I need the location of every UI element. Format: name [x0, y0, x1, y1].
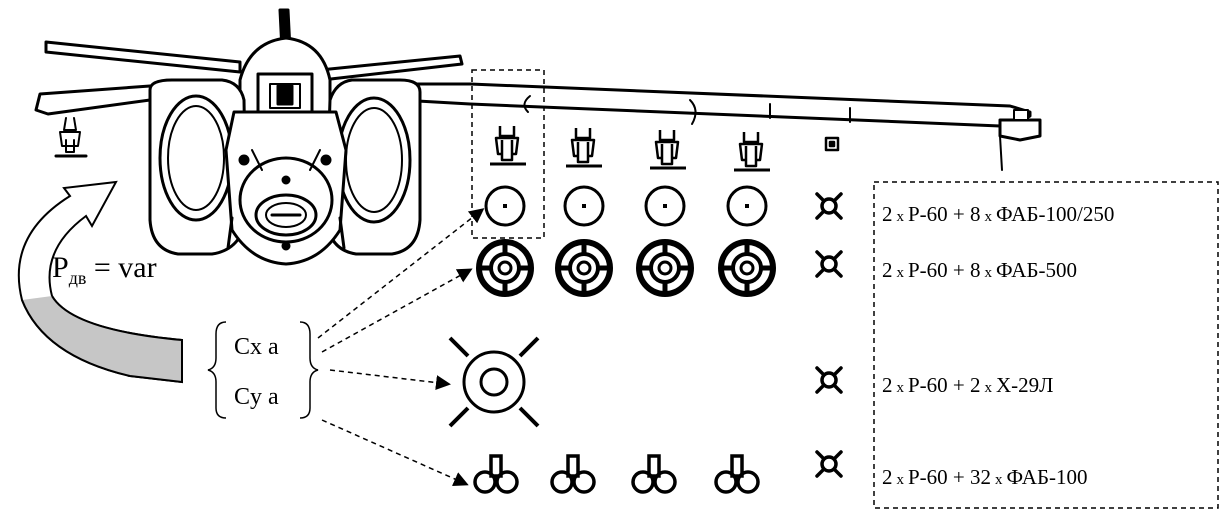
arrow-to-kh-29l — [329, 369, 451, 391]
fab-500-icon — [555, 239, 613, 297]
coefficient-arrows — [317, 208, 485, 486]
wing-pylons — [490, 126, 840, 172]
fab-500-icon — [476, 239, 534, 297]
aircraft-front-view — [34, 8, 1042, 266]
pylon-3 — [650, 130, 686, 170]
r-60-column — [815, 192, 843, 478]
fab-100-250-icon — [563, 185, 605, 227]
cy-coefficient: Cy a — [234, 384, 279, 410]
fab-500-row — [476, 239, 776, 297]
pylon-1 — [490, 126, 526, 166]
fab-500-icon — [636, 239, 694, 297]
fab-500-icon — [718, 239, 776, 297]
fab-100-cluster-row — [473, 454, 760, 494]
r-60-icon — [815, 450, 843, 478]
fab-100-cluster-icon — [631, 454, 677, 494]
arrow-to-fab-100-250 — [317, 208, 485, 339]
kh-29l-icon — [448, 336, 540, 428]
r-60-icon — [815, 192, 843, 220]
pylon-2 — [566, 128, 602, 168]
cx-coefficient: Cx a — [234, 334, 279, 360]
thrust-label: Pдв = var — [52, 251, 157, 288]
thrust-curved-arrow — [17, 180, 183, 384]
fab-100-250-icon — [644, 185, 686, 227]
pylon-4 — [734, 132, 770, 172]
left-brace — [207, 321, 227, 419]
arrow-to-fab-100 — [321, 419, 469, 486]
coefficient-block: Cx a Cy a — [207, 321, 319, 419]
loadout-frame — [873, 181, 1219, 509]
r-60-icon — [815, 366, 843, 394]
fab-100-cluster-icon — [550, 454, 596, 494]
fab-100-250-row — [484, 185, 768, 227]
hardpoint-highlight — [471, 69, 545, 239]
fab-100-cluster-icon — [714, 454, 760, 494]
pylon-r60 — [824, 136, 840, 152]
right-brace — [299, 321, 319, 419]
fab-100-250-icon — [484, 185, 526, 227]
fab-100-250-icon — [726, 185, 768, 227]
fab-100-cluster-icon — [473, 454, 519, 494]
r-60-icon — [815, 250, 843, 278]
arrow-to-fab-500 — [321, 268, 473, 353]
